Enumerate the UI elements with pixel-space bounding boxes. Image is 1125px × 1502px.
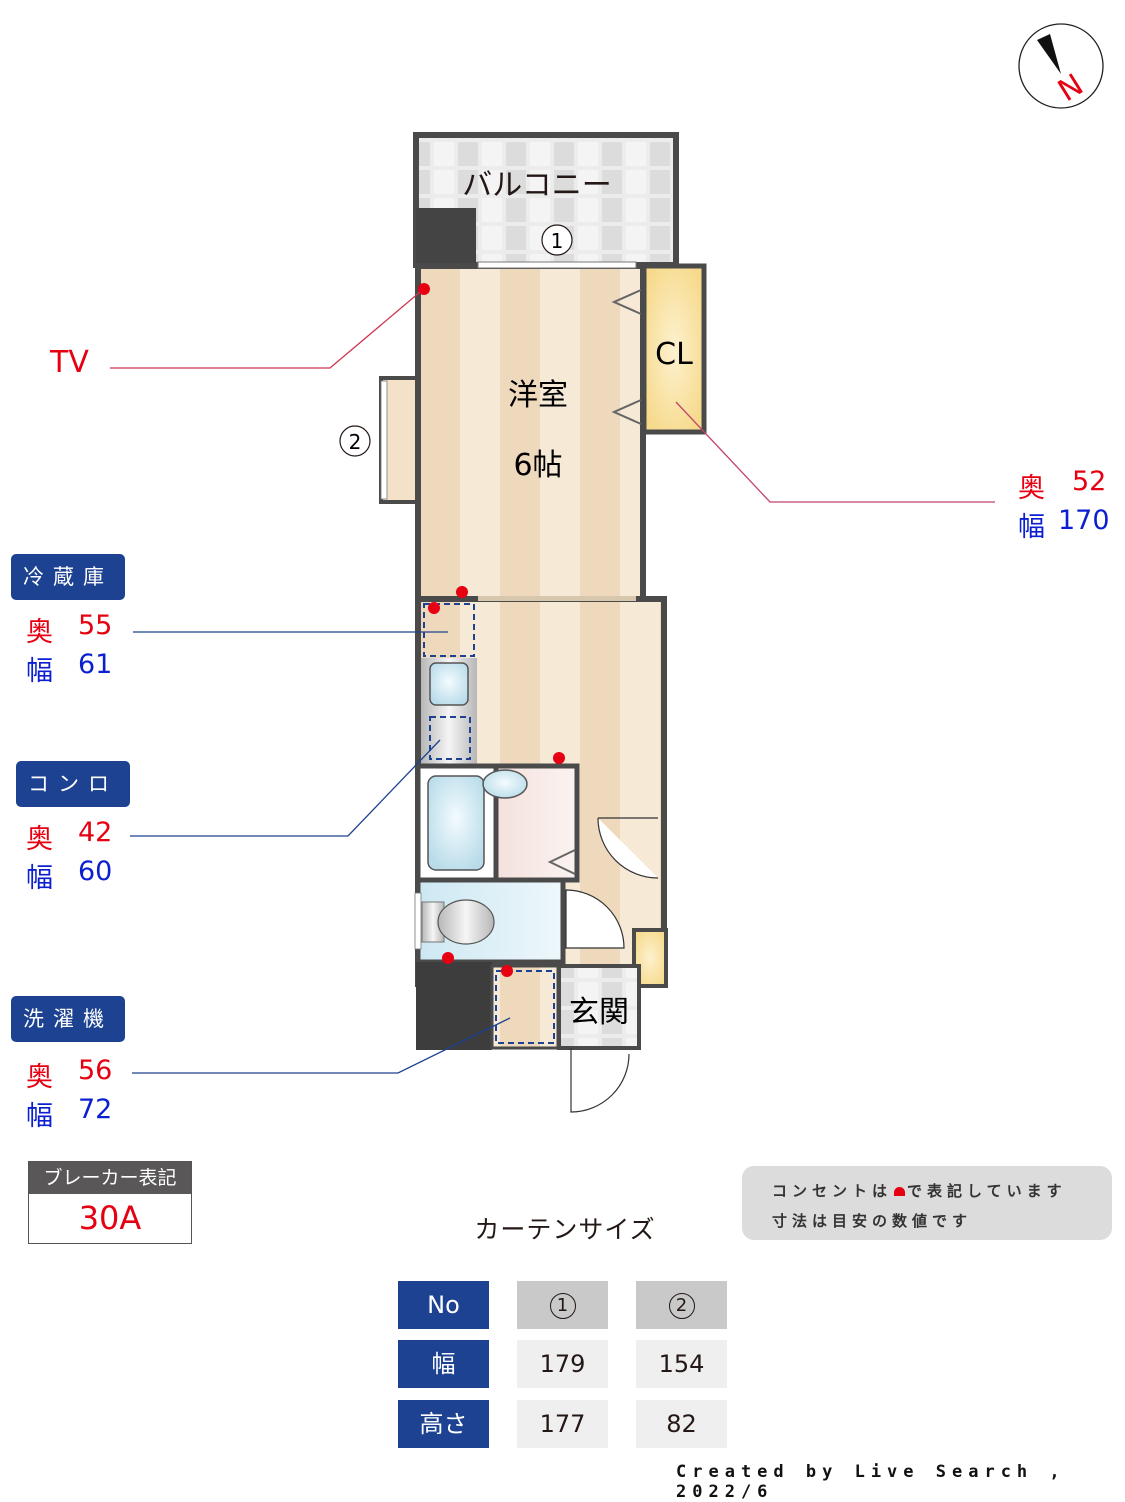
breaker-header: ブレーカー表記 (29, 1162, 191, 1194)
outlet-markers (418, 283, 565, 977)
legend-note: コンセントはで表記しています 寸法は目安の数値です (742, 1166, 1112, 1240)
western-room: 洋室 6帖 (415, 261, 646, 602)
fridge-space (423, 603, 475, 657)
breaker-box: ブレーカー表記 30A (28, 1161, 192, 1244)
svg-text:バルコニー: バルコニー (462, 168, 611, 203)
window-marker-2 (339, 425, 371, 457)
entrance: 玄関 (557, 964, 641, 1113)
breaker-value: 30A (78, 1199, 142, 1237)
curtain-header-width: 幅 (398, 1340, 489, 1388)
closet: CL (641, 263, 707, 435)
window-marker-1 (541, 224, 573, 256)
toilet (414, 877, 625, 965)
compass: N (1017, 22, 1105, 110)
washer-space (495, 970, 555, 1044)
floor-plan: バルコニー 1 洋室 6帖 CL 2 (110, 132, 995, 1113)
tv-leader (110, 291, 421, 369)
washer-leader (132, 1017, 511, 1074)
outlet-icon (894, 1187, 906, 1196)
curtain-header-height: 高さ (398, 1400, 489, 1448)
credit-text: Created by Live Search , 2022/6 (676, 1462, 1066, 1502)
curtain-title: カーテンサイズ (474, 1215, 656, 1244)
washer-area (490, 964, 560, 1050)
curtain-height-1: 177 (517, 1400, 608, 1448)
stove-label: コンロ (16, 761, 130, 807)
stove-space (429, 716, 471, 760)
window-2: 2 (339, 376, 419, 504)
washer-label: 洗濯機 (11, 996, 125, 1042)
curtain-no-1: 1 (517, 1281, 608, 1329)
closet-leader (675, 401, 995, 503)
curtain-no-2: 2 (636, 1281, 727, 1329)
bathroom (415, 763, 580, 883)
stove-leader (130, 739, 441, 837)
balcony: バルコニー 1 (413, 132, 679, 268)
curtain-header-no: No (398, 1281, 489, 1329)
svg-text:玄関: 玄関 (569, 995, 629, 1030)
north-arrow-icon (1037, 34, 1061, 74)
svg-text:6帖: 6帖 (513, 448, 562, 483)
curtain-width-2: 154 (636, 1340, 727, 1388)
shoe-box (632, 928, 668, 988)
svg-text:2: 2 (349, 430, 362, 454)
curtain-height-2: 82 (636, 1400, 727, 1448)
svg-text:洋室: 洋室 (508, 378, 568, 413)
curtain-width-1: 179 (517, 1340, 608, 1388)
svg-text:1: 1 (551, 229, 564, 253)
tv-label: TV (50, 345, 89, 380)
svg-text:CL: CL (655, 337, 693, 372)
fridge-label: 冷蔵庫 (11, 554, 125, 600)
